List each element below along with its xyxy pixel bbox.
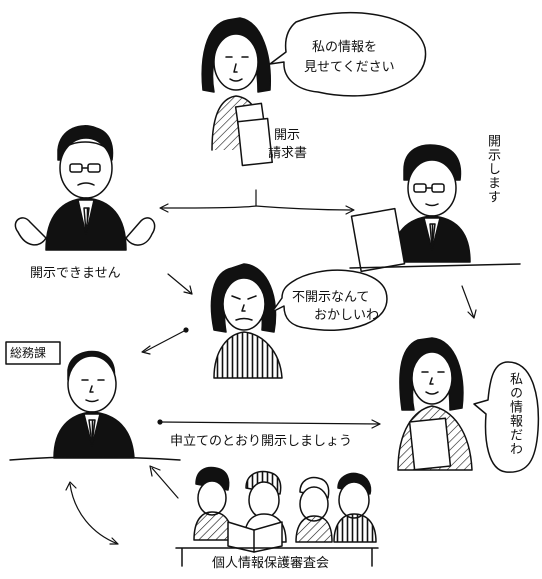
cannot-disclose-label: 開示できません: [30, 266, 121, 281]
officer-left-refusing: [14, 125, 156, 251]
will-disclose-label: 開示します: [485, 134, 500, 204]
speech-middle-line1: 不開示なんて: [292, 290, 370, 305]
speech-right-vertical: 私の情報だわ: [507, 372, 522, 456]
officer-general-affairs: [53, 350, 135, 459]
general-affairs-sign: [5, 341, 61, 365]
arrow-cannot-to-woman: [167, 273, 193, 295]
speech-bubble-right: [473, 361, 540, 473]
request-form-label-line2: 請求書: [268, 146, 308, 161]
woman-right-with-document: [397, 337, 473, 471]
request-form-label-line1: 開示: [274, 128, 301, 143]
request-form-paper: [237, 117, 273, 167]
arrow-affairs-to-disclose: [159, 421, 381, 425]
review-board-label: 個人情報保護審査会: [212, 556, 330, 571]
arrow-woman-to-affairs: [143, 329, 187, 353]
arrow-affairs-to-board: [69, 483, 119, 545]
speech-bubble-middle: [271, 269, 388, 331]
speech-middle-line2: おかしいわ: [314, 308, 380, 323]
arrow-split-right: [255, 205, 353, 211]
speech-top-line2: 見せてください: [304, 60, 395, 75]
officer-right-agreeing: [350, 144, 471, 273]
general-affairs-sign-text: 総務課: [10, 346, 47, 360]
disclose-as-requested-label: 申立てのとおり開示しましょう: [170, 434, 353, 449]
speech-bubble-top: [269, 12, 427, 97]
objecting-woman-middle: [210, 263, 283, 379]
review-board-members: [193, 466, 377, 553]
arrow-will-to-woman-right: [461, 285, 475, 319]
review-board-table: [175, 547, 379, 567]
left-desk-line: [9, 456, 181, 461]
speech-top-line1: 私の情報を: [312, 40, 378, 55]
arrow-split-left: [161, 205, 257, 209]
arrows: [65, 189, 477, 545]
arrow-board-to-affairs: [151, 467, 179, 499]
right-officer-desk-line: [349, 263, 521, 269]
